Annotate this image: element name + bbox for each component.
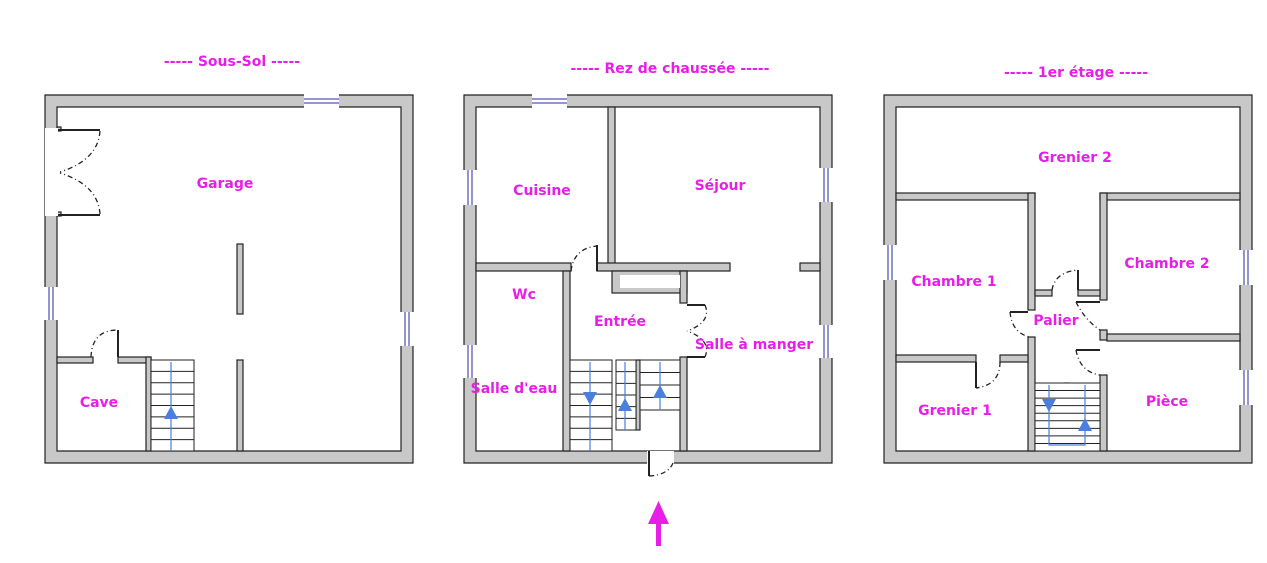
- interior-wall: [562, 270, 571, 452]
- interior-wall: [635, 359, 641, 431]
- interior-wall: [799, 262, 821, 272]
- window-gap: [1239, 250, 1253, 285]
- stair-direction-line: [1048, 385, 1086, 446]
- window-gap: [44, 287, 58, 320]
- room-label-cuisine: Cuisine: [513, 183, 571, 199]
- door-swing-icon: [1009, 311, 1031, 338]
- stair-down-arrow-icon: [583, 392, 597, 405]
- entrance-arrow-icon: [648, 501, 669, 546]
- room-label-palier: Palier: [1033, 313, 1078, 329]
- exterior-wall: [44, 94, 414, 464]
- door-gap: [45, 128, 58, 216]
- door-swing-icon: [975, 361, 1001, 389]
- interior-wall: [236, 243, 244, 315]
- room-label-grenier-2: Grenier 2: [1038, 150, 1112, 166]
- room-label-grenier-1: Grenier 1: [918, 403, 992, 419]
- room-label-salle-d-eau: Salle d'eau: [471, 381, 558, 397]
- window-gap: [532, 94, 567, 108]
- interior-wall: [475, 262, 572, 272]
- interior-wall: [236, 359, 244, 452]
- interior-wall: [1027, 192, 1036, 311]
- door-swing-icon: [1075, 349, 1101, 376]
- room-label-entree: Entrée: [594, 314, 646, 330]
- door-gap: [647, 451, 674, 464]
- interior-wall: [596, 262, 731, 272]
- door-swing-icon: [648, 462, 674, 477]
- door-swing-icon: [686, 304, 708, 332]
- room-label-sejour: Séjour: [695, 178, 746, 194]
- interior-wall: [679, 356, 688, 452]
- door-swing-icon: [570, 245, 598, 272]
- window-gap: [400, 312, 414, 346]
- window-gap: [463, 170, 477, 205]
- window-gap: [463, 345, 477, 378]
- plan-title-sous-sol: ----- Sous-Sol -----: [164, 54, 300, 70]
- room-label-garage: Garage: [197, 176, 254, 192]
- interior-wall: [1034, 289, 1053, 297]
- stair-up-arrow-icon: [1078, 418, 1092, 431]
- door-swing-icon: [1075, 301, 1101, 331]
- exterior-wall: [883, 94, 1253, 464]
- details-layer: [44, 94, 1253, 477]
- interior-wall: [895, 192, 1036, 201]
- window-gap: [819, 168, 833, 202]
- window-gap: [819, 325, 833, 358]
- room-label-salle-a-manger: Salle à manger: [695, 337, 813, 353]
- room-label-piece: Pièce: [1146, 394, 1188, 410]
- room-label-wc: Wc: [512, 287, 536, 303]
- door-swing-icon: [59, 130, 101, 173]
- window-gap: [883, 245, 897, 280]
- door-swing-icon: [90, 329, 119, 358]
- exterior-wall: [463, 94, 833, 464]
- interior-wall: [56, 356, 94, 364]
- interior-wall: [679, 270, 688, 304]
- staircase: [1034, 382, 1101, 452]
- interior-wall: [1027, 336, 1036, 452]
- interior-wall: [1099, 374, 1108, 452]
- stair-up-arrow-icon: [653, 385, 667, 398]
- door-swing-icon: [686, 330, 708, 358]
- interior-wall: [607, 106, 616, 266]
- room-label-chambre-1: Chambre 1: [911, 274, 996, 290]
- interior-wall: [145, 356, 152, 452]
- window-gap: [1239, 370, 1253, 405]
- stair-down-arrow-icon: [1042, 399, 1056, 412]
- interior-wall: [895, 354, 977, 363]
- plan-title-1er-etage: ----- 1er étage -----: [1004, 65, 1148, 81]
- interior-wall: [1099, 192, 1241, 201]
- door-swing-icon: [59, 172, 101, 215]
- room-label-cave: Cave: [80, 395, 118, 411]
- interior-wall: [1099, 329, 1108, 341]
- interior-wall: [1077, 289, 1101, 297]
- stair-up-arrow-icon: [164, 406, 178, 419]
- closet-interior: [620, 275, 680, 288]
- room-label-chambre-2: Chambre 2: [1124, 256, 1209, 272]
- interior-wall: [1106, 333, 1241, 342]
- door-swing-icon: [1051, 269, 1079, 291]
- stair-up-arrow-icon: [618, 398, 632, 411]
- plan-title-rez-de-chaussee: ----- Rez de chaussée -----: [571, 61, 770, 77]
- window-gap: [304, 94, 339, 108]
- interior-wall: [1099, 192, 1108, 301]
- interior-wall: [999, 354, 1029, 363]
